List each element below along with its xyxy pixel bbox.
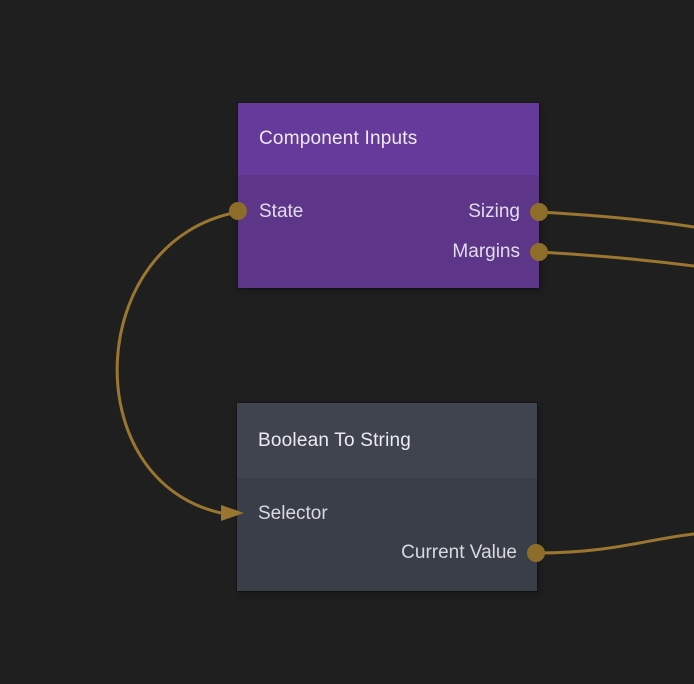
input-label-state: State xyxy=(259,201,304,222)
node-header-component-inputs[interactable]: Component Inputs xyxy=(238,103,539,175)
wire-current-value-out[interactable] xyxy=(535,532,694,555)
port-current-value[interactable] xyxy=(527,544,545,562)
node-boolean-to-string[interactable]: Boolean To String Selector Current Value xyxy=(237,403,537,591)
node-header-boolean-to-string[interactable]: Boolean To String xyxy=(237,403,537,478)
node-title-component-inputs: Component Inputs xyxy=(259,128,418,149)
node-component-inputs[interactable]: Component Inputs State Sizing Margins xyxy=(238,103,539,288)
wire-sizing-out[interactable] xyxy=(538,210,694,229)
port-state[interactable] xyxy=(229,202,247,220)
output-label-current-value: Current Value xyxy=(401,542,517,563)
wire-margins-out[interactable] xyxy=(538,250,694,268)
port-sizing[interactable] xyxy=(530,203,548,221)
wire-state-to-selector[interactable] xyxy=(115,210,239,515)
output-label-margins: Margins xyxy=(452,241,520,262)
node-title-boolean-to-string: Boolean To String xyxy=(258,429,412,451)
port-margins[interactable] xyxy=(530,243,548,261)
output-label-sizing: Sizing xyxy=(468,201,520,222)
input-label-selector: Selector xyxy=(258,503,328,524)
